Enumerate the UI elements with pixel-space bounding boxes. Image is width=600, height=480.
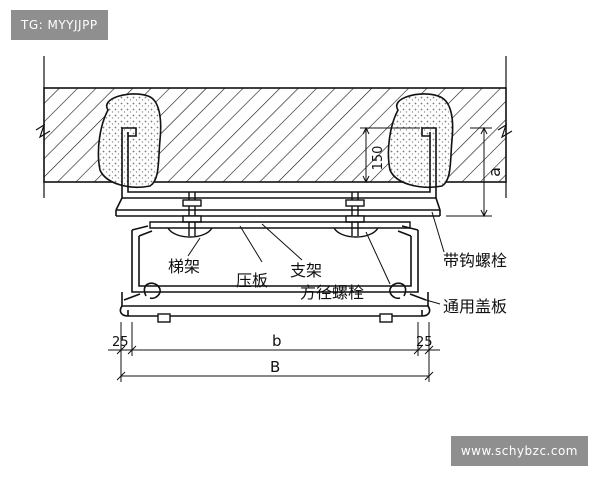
cover-bolt-left (157, 313, 171, 323)
cover-bolt-right (379, 313, 393, 323)
label-pressure-plate: 压板 (236, 271, 268, 290)
hanger-support (115, 127, 441, 217)
grout-pocket-right (387, 93, 454, 188)
overall-width-label: B (270, 358, 280, 376)
label-support: 支架 (290, 261, 322, 280)
leader-lines (187, 211, 445, 305)
hook-latch-right (389, 282, 427, 301)
label-ladder-frame: 梯架 (168, 257, 200, 276)
inner-width-label: b (272, 332, 282, 350)
hook-latch-left (123, 282, 161, 301)
watermark-tag: TG: MYYJJPP (11, 10, 108, 40)
label-hook-bolt: 带钩螺栓 (443, 251, 507, 270)
width-dimensions (108, 322, 440, 382)
ladder-tray (119, 225, 431, 317)
label-general-cover: 通用盖板 (443, 297, 507, 316)
watermark-site: www.schybzc.com (450, 436, 588, 466)
embed-depth-dimension (360, 126, 420, 184)
grout-pocket-left (97, 93, 162, 188)
label-square-neck-bolt: 方径螺栓 (300, 283, 364, 302)
embed-depth-label: 150 (371, 146, 386, 171)
edge-width-left-label: 25 (112, 335, 129, 350)
height-label: a (485, 167, 504, 177)
height-dimension (446, 126, 492, 218)
edge-width-right-label: 25 (416, 335, 433, 350)
